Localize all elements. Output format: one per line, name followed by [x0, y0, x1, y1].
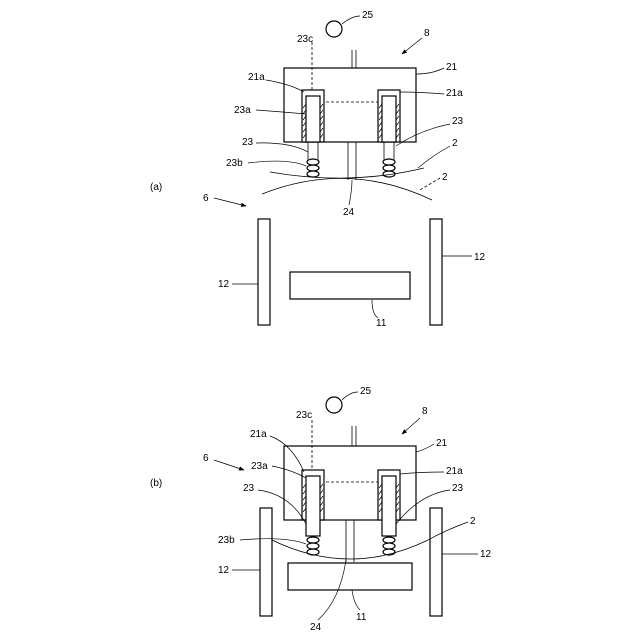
label-21a-left: 21a — [248, 72, 265, 83]
label-21a-right: 21a — [446, 466, 463, 477]
wall-12-left — [258, 219, 270, 325]
label-23-left: 23 — [243, 483, 255, 494]
label-6: 6 — [203, 453, 209, 464]
label-21: 21 — [436, 438, 448, 449]
label-12-right: 12 — [474, 252, 486, 263]
label-23a: 23a — [251, 461, 268, 472]
nozzle-23a-left — [306, 476, 320, 536]
panel-a-caption: (a) — [150, 182, 162, 193]
label-11: 11 — [376, 318, 387, 329]
label-23-right: 23 — [452, 116, 464, 127]
label-12-left: 12 — [218, 279, 230, 290]
label-25: 25 — [362, 10, 374, 21]
suction-cup-23b-left — [307, 537, 319, 555]
label-24: 24 — [310, 622, 322, 633]
base-11 — [288, 563, 412, 590]
panel-b-caption: (b) — [150, 478, 162, 489]
suction-cup-23b-left — [307, 159, 319, 177]
wall-12-right — [430, 508, 442, 616]
label-21a-right: 21a — [446, 88, 463, 99]
label-25: 25 — [360, 386, 372, 397]
label-23a: 23a — [234, 105, 251, 116]
label-24: 24 — [343, 207, 355, 218]
panel-b: (b) 25 — [150, 386, 492, 633]
label-23b: 23b — [226, 158, 243, 169]
nozzle-23a-right — [382, 96, 396, 142]
label-23c: 23c — [296, 410, 312, 421]
label-2-solid: 2 — [452, 138, 458, 149]
label-21a-left: 21a — [250, 429, 267, 440]
label-12-right: 12 — [480, 549, 492, 560]
label-23-right: 23 — [452, 483, 464, 494]
label-8: 8 — [422, 406, 428, 417]
base-11 — [290, 272, 410, 299]
label-8: 8 — [424, 28, 430, 39]
sheet-2 — [272, 540, 428, 559]
label-23c: 23c — [297, 34, 313, 45]
label-11: 11 — [356, 612, 367, 623]
sheet-2-dashed — [262, 178, 432, 200]
wall-12-left — [260, 508, 272, 616]
sensor-25 — [326, 397, 342, 413]
label-23-left: 23 — [242, 137, 254, 148]
suction-cup-23b-right — [383, 537, 395, 555]
panel-a: (a) 25 — [150, 10, 486, 329]
sensor-25 — [326, 21, 342, 37]
label-21: 21 — [446, 62, 458, 73]
label-2-dashed: 2 — [442, 172, 448, 183]
nozzle-23a-left — [306, 96, 320, 142]
label-12-left: 12 — [218, 565, 230, 576]
sheet-2 — [270, 168, 424, 178]
label-6: 6 — [203, 193, 209, 204]
nozzle-23a-right — [382, 476, 396, 536]
label-23b: 23b — [218, 535, 235, 546]
label-2: 2 — [470, 516, 476, 527]
wall-12-right — [430, 219, 442, 325]
